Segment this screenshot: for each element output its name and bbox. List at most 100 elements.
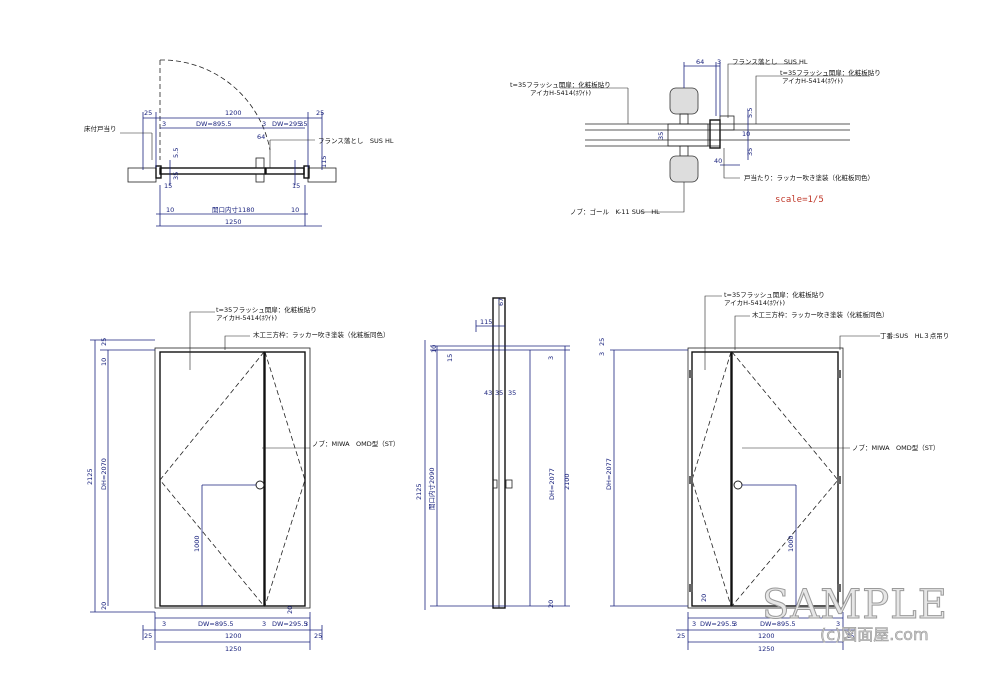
label-knob-detail: ノブ：ゴール K-11 SUS HL: [570, 207, 660, 216]
label-flush-bolt-detail: フランス落とし SUS HL: [732, 57, 808, 66]
dim-dh-left: DH=2070: [100, 458, 108, 490]
label-frame-elev-right: 木工三方枠：ラッカー吹き塗装（化粧板同色）: [752, 310, 889, 319]
dim-25-right: 25: [598, 338, 606, 346]
dim-1200-right: 1200: [758, 632, 775, 640]
dim-115: 115: [320, 156, 328, 168]
dim-25b-left: 25: [314, 632, 322, 640]
section-dim-67: 67: [497, 298, 505, 306]
label-aica-elev-right: アイカH-5414(ﾎﾜｲﾄ): [724, 299, 785, 307]
door-leaf-sub-elev-right: [691, 351, 732, 607]
wall-left: [127, 167, 157, 183]
dim-10-left: 10: [100, 358, 108, 366]
dim-20b-left: 20: [286, 606, 294, 614]
section-dim-35b: 35: [508, 389, 516, 397]
dim-3c-left: 3: [304, 620, 308, 628]
label-flush-detail-right: t=35フラッシュ開扉：化粧板貼り: [780, 68, 881, 77]
dim-3c: 3: [299, 120, 303, 128]
frame-outer: [154, 347, 311, 609]
door-stop-detail: [709, 119, 721, 149]
dim-dw2: DW=295.5: [272, 120, 308, 128]
section-dim-2100: 2100: [563, 473, 571, 490]
knob-top: [255, 157, 265, 169]
label-knob-elev-right: ノブ：MIWA OMD型（ST）: [852, 443, 939, 452]
lock-body: [667, 123, 709, 147]
dim-dh-right: DH=2077: [605, 458, 613, 490]
dim-25a-right: 25: [677, 632, 685, 640]
detail-dim-55: 5.5: [746, 108, 754, 118]
section-dim-2125: 2125: [415, 483, 423, 500]
knob-elev-right: [733, 480, 743, 490]
section-dim-dh: DH=2077: [548, 468, 556, 500]
dim-3b-left: 3: [262, 620, 266, 628]
plan-view: 床付戸当り フランス落とし SUS HL 25 1200 25 DW=895.5…: [84, 59, 394, 227]
label-hinge: 丁番:SUS HL３点吊り: [880, 332, 949, 340]
elevation-left: t=35フラッシュ開扉：化粧板貼り アイカH-5414(ﾎﾜｲﾄ) 木工三方枠：…: [86, 305, 399, 653]
section-dim-3: 3: [547, 356, 555, 360]
dim-1200: 1200: [225, 109, 242, 117]
detail-dim-35a: 35: [657, 132, 665, 140]
door-leaf-main: [159, 167, 266, 175]
dim-dw1-left: DW=895.5: [198, 620, 234, 628]
frame-outer-right: [687, 347, 844, 609]
label-door-stop: 戸当たり：ラッカー吹き塗装（化粧板同色）: [744, 173, 874, 182]
dim-1200-left: 1200: [225, 632, 242, 640]
dim-3a: 3: [162, 120, 166, 128]
label-floor-stop: 床付戸当り: [84, 124, 117, 133]
dim-35: 35: [172, 172, 180, 180]
knob-top-detail: [669, 87, 699, 115]
label-flush-bolt: フランス落とし SUS HL: [318, 136, 394, 145]
label-flush-elev-right: t=35フラッシュ開扉：化粧板貼り: [724, 290, 825, 299]
label-aica-elev-left: アイカH-5414(ﾎﾜｲﾄ): [216, 314, 277, 322]
watermark-site: (c)図面屋.com: [820, 625, 929, 644]
section-dim-115: 115: [480, 318, 492, 326]
dim-dw1-right: DW=295.5: [700, 620, 736, 628]
dim-3c-right: 3: [836, 620, 840, 628]
dim-25b-right: 25: [846, 632, 854, 640]
dim-1000-right: 1000: [787, 535, 795, 552]
dim-1000-left: 1000: [193, 535, 201, 552]
jamb-right: [303, 165, 310, 179]
section-dim-10: 10: [430, 345, 438, 353]
knob-bottom-detail: [669, 155, 699, 183]
dim-dw1: DW=895.5: [196, 120, 232, 128]
detail-view: t=35フラッシュ開扉：化粧板貼り アイカH-5414(ﾎﾜｲﾄ) フランス落と…: [510, 57, 881, 216]
knob-elev-left: [255, 480, 265, 490]
section-dim-43: 43: [484, 389, 492, 397]
dim-3a-right: 3: [692, 620, 696, 628]
label-aica-detail: アイカH-5414(ﾎﾜｲﾄ): [530, 89, 591, 97]
dim-15b: 15: [292, 182, 300, 190]
dim-opening: 開口内寸1180: [212, 205, 255, 214]
dim-3b: 3: [262, 120, 266, 128]
detail-dim-40: 40: [714, 157, 722, 165]
detail-dim-64: 64: [696, 58, 704, 66]
section-view: 67 115 10 15 43 35 35 2125 開口内寸2090 DH=2…: [415, 297, 571, 610]
door-leaf-sub-elev: [264, 351, 306, 607]
dim-55: 5.5: [172, 148, 180, 158]
dim-20-left: 20: [100, 602, 108, 610]
door-leaf-main-elev-right: [731, 351, 839, 607]
dim-10b: 10: [291, 206, 299, 214]
dim-2125-left: 2125: [86, 468, 94, 485]
detail-dim-3: 3: [717, 58, 721, 66]
dim-15a: 15: [164, 182, 172, 190]
dim-25-left: 25: [100, 338, 108, 346]
dim-3-right: 3: [598, 352, 606, 356]
label-knob-elev-left: ノブ：MIWA OMD型（ST）: [312, 439, 399, 448]
jamb-left: [155, 165, 162, 179]
dim-dw2-left: DW=295.5: [272, 620, 308, 628]
knob-bottom: [255, 173, 265, 183]
dim-1250-left: 1250: [225, 645, 242, 653]
wall-right: [307, 167, 337, 183]
label-frame-elev-left: 木工三方枠：ラッカー吹き塗装（化粧板同色）: [253, 330, 390, 339]
label-aica-detail-right: アイカH-5414(ﾎﾜｲﾄ): [782, 77, 843, 85]
section-dim-20: 20: [547, 600, 555, 608]
dim-64: 64: [257, 133, 265, 141]
dim-25a-left: 25: [144, 632, 152, 640]
dim-dw2-right: DW=895.5: [760, 620, 796, 628]
dim-10a: 10: [166, 206, 174, 214]
dim-20-right: 20: [700, 594, 708, 602]
detail-dim-35b: 35: [746, 148, 754, 156]
dim-1250-right: 1250: [758, 645, 775, 653]
door-swing-arc: [159, 59, 271, 151]
